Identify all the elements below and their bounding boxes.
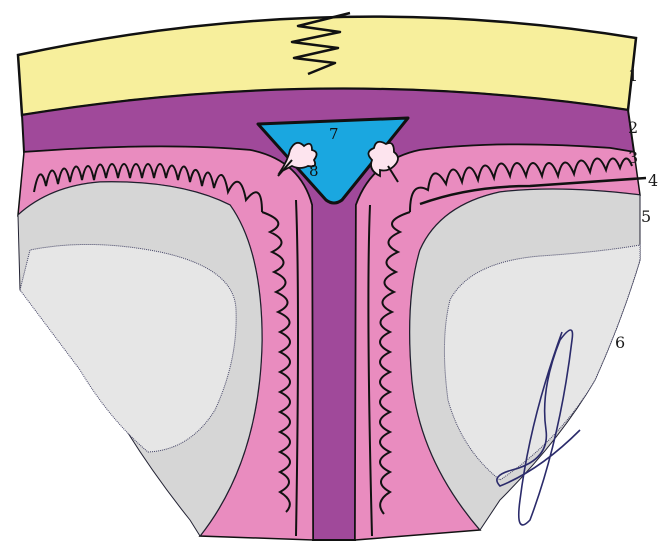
label-8: 8 — [309, 162, 319, 180]
label-7: 7 — [329, 125, 339, 143]
label-2: 2 — [628, 118, 638, 137]
label-5: 5 — [641, 207, 651, 226]
label-6: 6 — [615, 333, 625, 352]
label-4: 4 — [648, 171, 658, 190]
left-white-matter — [20, 244, 236, 452]
label-1: 1 — [628, 66, 638, 85]
label-3: 3 — [628, 148, 638, 167]
right-white-matter — [444, 245, 640, 480]
